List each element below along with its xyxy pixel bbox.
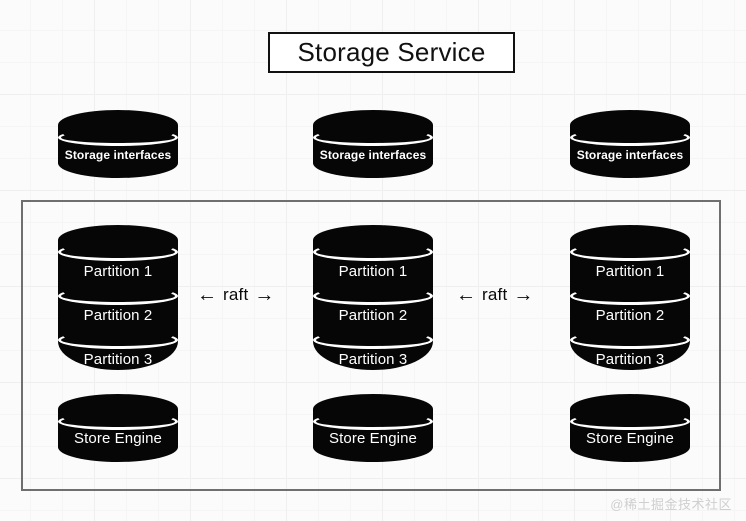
cylinder-separator (570, 243, 690, 261)
store-engine-node-2: Store Engine (313, 394, 433, 462)
store-engine-node-1: Store Engine (58, 394, 178, 462)
raft-label: raft (223, 285, 249, 304)
storage-interface-node-2: Storage interfaces (313, 110, 433, 178)
cylinder-separator (313, 413, 433, 430)
cylinder-separator (58, 129, 178, 146)
storage-interface-label: Storage interfaces (64, 148, 172, 162)
cylinder-separator (58, 331, 178, 349)
storage-interface-label: Storage interfaces (319, 148, 427, 162)
storage-interface-label: Storage interfaces (576, 148, 684, 162)
arrow-right-icon: → (254, 284, 275, 306)
storage-interface-node-3: Storage interfaces (570, 110, 690, 178)
cylinder-separator (313, 287, 433, 305)
arrow-left-icon: ← (456, 284, 476, 306)
partition-label: Partition 3 (595, 351, 665, 368)
store-engine-node-3: Store Engine (570, 394, 690, 462)
cylinder-separator (313, 331, 433, 349)
storage-group-frame (21, 200, 721, 491)
store-engine-label: Store Engine (329, 430, 417, 447)
cylinder-separator (58, 287, 178, 305)
arrow-right-icon: → (513, 284, 534, 306)
partition-node-1: Partition 1 Partition 2 Partition 3 (58, 225, 178, 370)
store-engine-label: Store Engine (586, 430, 674, 447)
cylinder-separator (313, 129, 433, 146)
cylinder-separator (570, 129, 690, 146)
storage-interface-node-1: Storage interfaces (58, 110, 178, 178)
cylinder-separator (570, 331, 690, 349)
cylinder-separator (570, 413, 690, 430)
partition-node-3: Partition 1 Partition 2 Partition 3 (570, 225, 690, 370)
page-title: Storage Service (297, 37, 486, 67)
cylinder-separator (570, 287, 690, 305)
arrow-left-icon: ← (197, 284, 217, 306)
partition-label: Partition 2 (338, 307, 408, 324)
partition-label: Partition 1 (338, 263, 408, 280)
raft-connector-1: ← raft → (197, 285, 274, 305)
watermark: @稀土掘金技术社区 (610, 497, 732, 512)
store-engine-label: Store Engine (74, 430, 162, 447)
partition-label: Partition 3 (83, 351, 153, 368)
cylinder-separator (58, 243, 178, 261)
partition-label: Partition 1 (83, 263, 153, 280)
raft-connector-2: ← raft → (456, 285, 533, 305)
cylinder-separator (58, 413, 178, 430)
raft-label: raft (482, 285, 508, 304)
cylinder-separator (313, 243, 433, 261)
partition-label: Partition 1 (595, 263, 665, 280)
partition-label: Partition 2 (595, 307, 665, 324)
partition-node-2: Partition 1 Partition 2 Partition 3 (313, 225, 433, 370)
partition-label: Partition 3 (338, 351, 408, 368)
diagram-title-box: Storage Service (268, 32, 515, 73)
partition-label: Partition 2 (83, 307, 153, 324)
